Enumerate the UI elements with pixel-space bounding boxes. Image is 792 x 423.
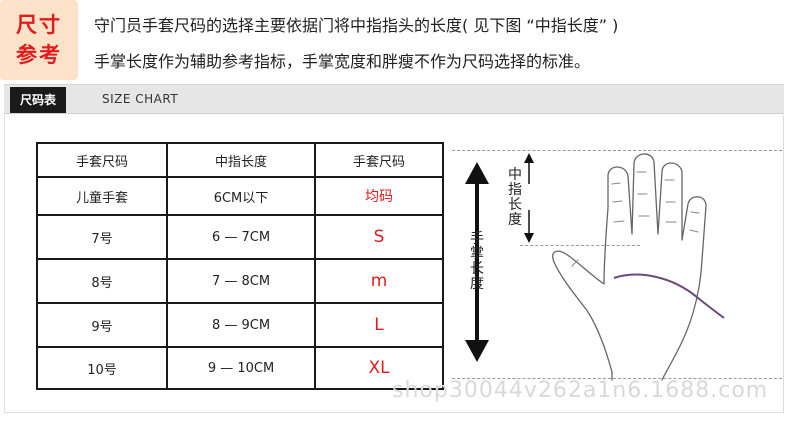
table-row: 10号 9 — 10CM XL bbox=[36, 346, 444, 390]
size-code-cell: 均码 bbox=[314, 176, 444, 216]
table-row: 8号 7 — 8CM m bbox=[36, 258, 444, 304]
table-header: 手套尺码 bbox=[36, 142, 168, 178]
table-row: 9号 8 — 9CM L bbox=[36, 302, 444, 348]
finger-length-arrow bbox=[524, 153, 534, 243]
size-chart-subtitle: SIZE CHART bbox=[102, 92, 179, 106]
intro-line-2: 手掌长度作为辅助参考指标，手掌宽度和胖瘦不作为尺码选择的标准。 bbox=[94, 52, 591, 71]
table-header: 手套尺码 bbox=[314, 142, 444, 178]
table-header: 中指长度 bbox=[166, 142, 316, 178]
table-row: 儿童手套 6CM以下 均码 bbox=[36, 176, 444, 216]
glove-size-cell: 8号 bbox=[36, 258, 168, 304]
glove-size-cell: 10号 bbox=[36, 346, 168, 390]
palm-length-arrow bbox=[465, 162, 489, 362]
finger-base-reference-line bbox=[520, 245, 640, 246]
finger-length-label: 中指长度 bbox=[508, 167, 522, 228]
shop-watermark: shop30044v262a1n6.1688.com bbox=[392, 378, 769, 403]
size-code-cell: S bbox=[314, 214, 444, 260]
badge-line-1: 尺寸 bbox=[16, 13, 62, 37]
size-code-cell: L bbox=[314, 302, 444, 348]
palm-length-label: 手掌长度 bbox=[470, 231, 484, 292]
size-code-cell: XL bbox=[314, 346, 444, 390]
finger-length-cell: 6 — 7CM bbox=[166, 214, 316, 260]
size-reference-badge: 尺寸 参考 bbox=[0, 0, 78, 80]
bottom-reference-line bbox=[452, 378, 782, 379]
glove-size-cell: 9号 bbox=[36, 302, 168, 348]
size-table: 手套尺码 中指长度 手套尺码 儿童手套 6CM以下 均码 7号 6 — 7CM … bbox=[36, 142, 444, 390]
size-chart-header: 尺码表 SIZE CHART bbox=[4, 84, 784, 114]
finger-length-cell: 6CM以下 bbox=[166, 176, 316, 216]
size-chart-tab: 尺码表 bbox=[10, 87, 67, 113]
top-reference-line bbox=[452, 150, 782, 151]
glove-size-cell: 儿童手套 bbox=[36, 176, 168, 216]
intro-line-1: 守门员手套尺码的选择主要依据门将中指指头的长度( 见下图 “中指长度” ) bbox=[94, 16, 619, 35]
finger-length-cell: 9 — 10CM bbox=[166, 346, 316, 390]
finger-length-cell: 7 — 8CM bbox=[166, 258, 316, 304]
glove-size-cell: 7号 bbox=[36, 214, 168, 260]
finger-length-cell: 8 — 9CM bbox=[166, 302, 316, 348]
hand-outline-icon bbox=[552, 153, 725, 381]
size-code-cell: m bbox=[314, 258, 444, 304]
table-row: 7号 6 — 7CM S bbox=[36, 214, 444, 260]
measurement-arrows bbox=[465, 153, 534, 362]
badge-line-2: 参考 bbox=[16, 43, 62, 67]
table-header-row: 手套尺码 中指长度 手套尺码 bbox=[36, 142, 444, 178]
